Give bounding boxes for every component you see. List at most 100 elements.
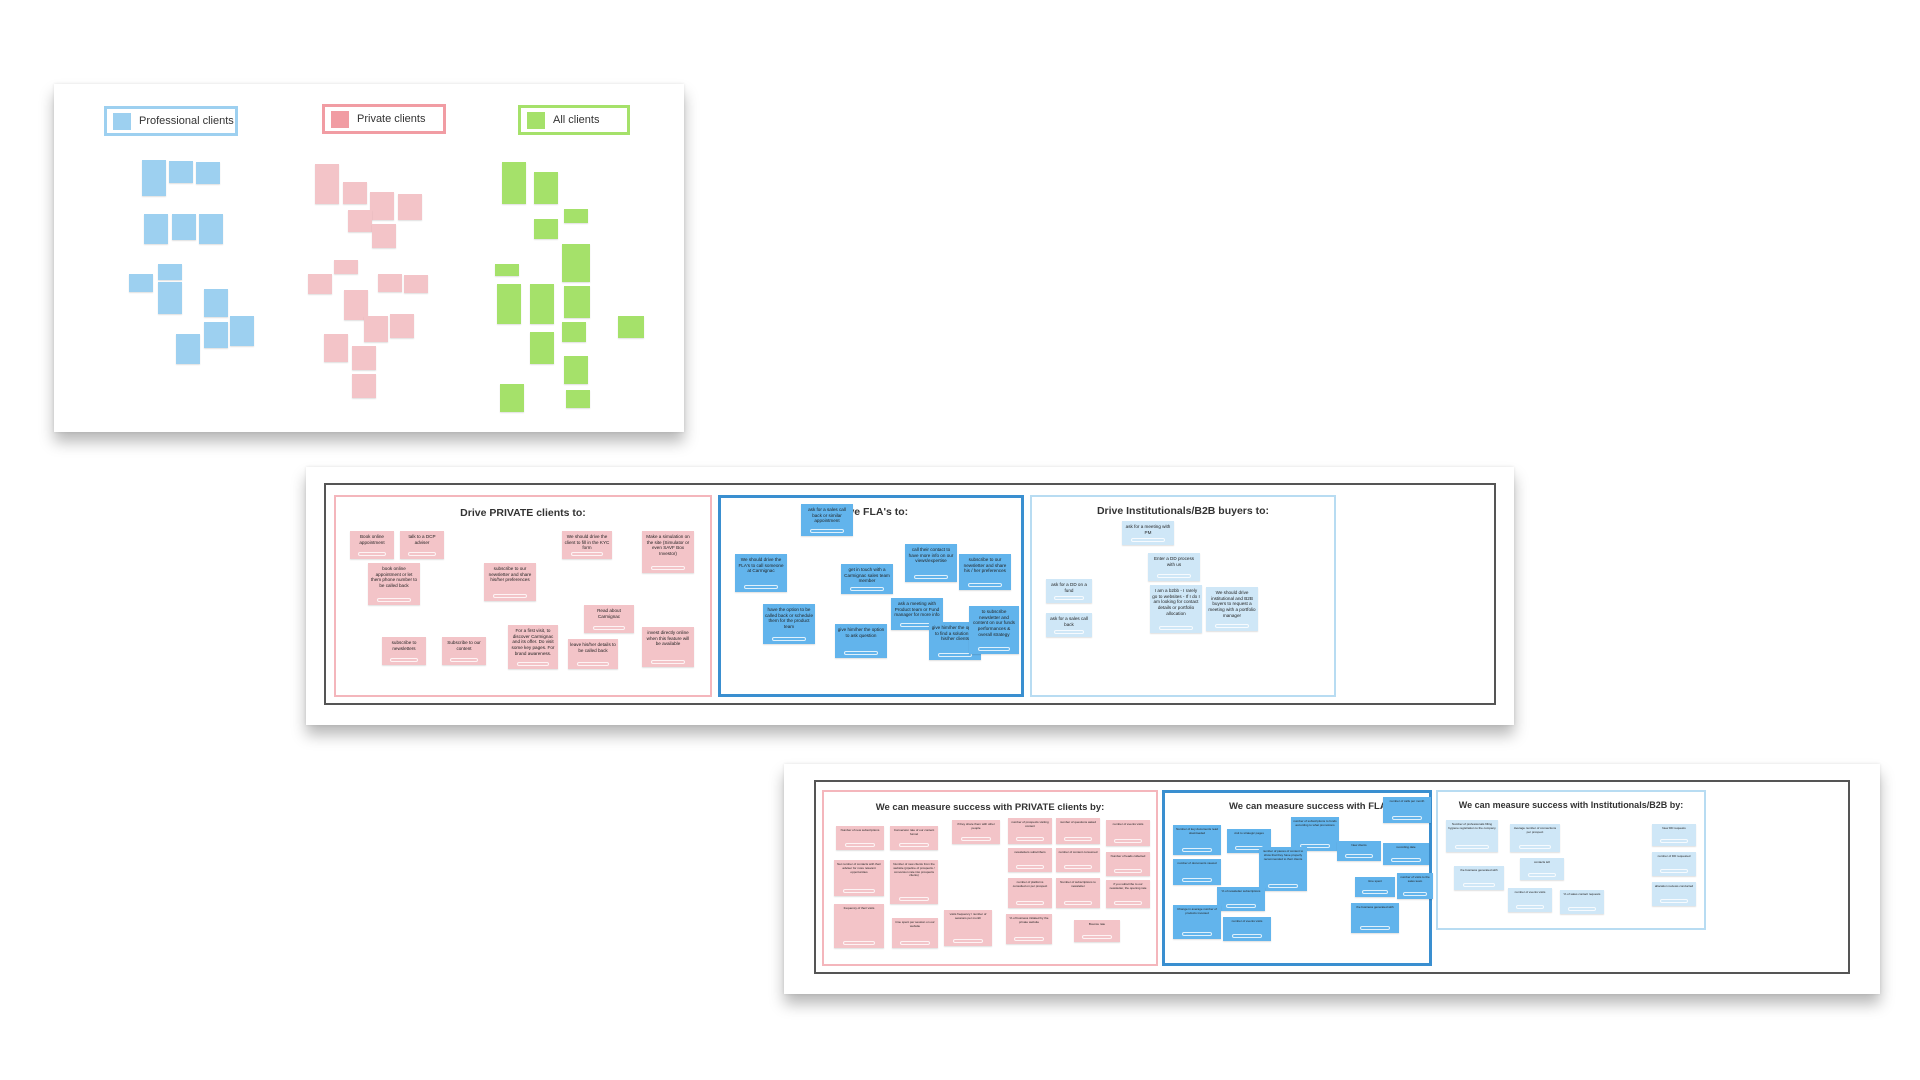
sticky-note[interactable]: [390, 314, 414, 338]
sticky-note[interactable]: % of business initiated by the private w…: [1006, 914, 1052, 944]
sticky-note[interactable]: New DD requests: [1652, 824, 1696, 846]
sticky-note[interactable]: Number of leads collected: [1106, 852, 1150, 876]
sticky-note[interactable]: [169, 161, 193, 183]
sticky-note[interactable]: [364, 316, 388, 342]
sticky-note[interactable]: Number of professionals filling hygiene …: [1446, 820, 1498, 852]
sticky-note[interactable]: Number of key documents read downloaded: [1173, 825, 1221, 855]
sticky-note[interactable]: number of documents viewed: [1173, 859, 1221, 885]
sticky-note[interactable]: number of platforms consulted on per pro…: [1008, 878, 1052, 908]
sticky-note[interactable]: [230, 316, 254, 346]
sticky-note[interactable]: [199, 214, 223, 244]
sticky-note[interactable]: get in touch with a Carmignac sales team…: [841, 564, 893, 594]
sticky-note[interactable]: [348, 210, 372, 232]
sticky-note[interactable]: book online appointment or let them phon…: [368, 563, 420, 605]
sticky-note[interactable]: [308, 274, 332, 294]
sticky-note[interactable]: [370, 192, 394, 220]
sticky-note[interactable]: [334, 260, 358, 274]
sticky-note[interactable]: [564, 209, 588, 223]
sticky-note[interactable]: invest directly online when this feature…: [642, 627, 694, 667]
sticky-note[interactable]: Change in average number of products inv…: [1173, 905, 1221, 939]
sticky-note[interactable]: [144, 214, 168, 244]
sticky-note[interactable]: Average number of connections per prospe…: [1510, 824, 1560, 852]
sticky-note[interactable]: Enter a DD process with us: [1148, 553, 1200, 581]
sticky-note[interactable]: [372, 224, 396, 248]
sticky-note[interactable]: [618, 316, 644, 338]
sticky-note[interactable]: [324, 334, 348, 362]
sticky-note[interactable]: number of visits to the sales team: [1397, 873, 1433, 899]
sticky-note[interactable]: ask for a sales call back: [1046, 613, 1092, 637]
sticky-note[interactable]: [502, 162, 526, 204]
sticky-note[interactable]: subscribe to newsletters: [382, 637, 426, 665]
sticky-note[interactable]: [534, 172, 558, 204]
sticky-note[interactable]: [352, 346, 376, 370]
sticky-note[interactable]: [196, 162, 220, 184]
sticky-note[interactable]: subscribe to our newsletter and share hi…: [484, 563, 536, 601]
sticky-note[interactable]: if you subscribe to our newsletter, the …: [1106, 880, 1150, 908]
sticky-note[interactable]: [204, 322, 228, 348]
sticky-note[interactable]: We should drive the FLA's to call someon…: [735, 554, 787, 592]
sticky-note[interactable]: number of pieces of content to show that…: [1259, 847, 1307, 891]
sticky-note[interactable]: [378, 274, 402, 292]
sticky-note[interactable]: give him/her the option to ask question: [835, 624, 887, 658]
sticky-note[interactable]: Subscribe to our content: [442, 637, 486, 665]
sticky-note[interactable]: visits frequency / number of sessions pe…: [944, 910, 992, 946]
sticky-note[interactable]: For a first visit, to discover Carmignac…: [508, 625, 558, 669]
sticky-note[interactable]: [172, 214, 196, 240]
sticky-note[interactable]: number of content consumed: [1056, 848, 1100, 872]
sticky-note[interactable]: newsletters subscribers: [1008, 848, 1052, 872]
sticky-note[interactable]: [562, 322, 586, 342]
sticky-note[interactable]: Number of new subscriptions: [836, 826, 884, 850]
sticky-note[interactable]: number of prospects visiting content: [1008, 818, 1052, 844]
sticky-note[interactable]: to subscribe newsletter and content on o…: [969, 606, 1019, 654]
sticky-note[interactable]: Bounce rate: [1074, 920, 1120, 942]
sticky-note[interactable]: [204, 289, 228, 317]
sticky-note[interactable]: [562, 244, 590, 282]
sticky-note[interactable]: [495, 264, 519, 276]
sticky-note[interactable]: % of newsletter subscriptions: [1217, 887, 1265, 911]
sticky-note[interactable]: Number of new clients from the website (…: [890, 860, 938, 904]
sticky-note[interactable]: time spent: [1355, 877, 1395, 897]
sticky-note[interactable]: [564, 356, 588, 384]
sticky-note[interactable]: if they share them with other people: [952, 820, 1000, 844]
sticky-note[interactable]: the business generated with: [1351, 903, 1399, 933]
sticky-note[interactable]: I am a b2bb - I rarely go to websites - …: [1150, 585, 1202, 633]
sticky-note[interactable]: Book online appointment: [350, 531, 394, 559]
legend-private-clients[interactable]: Private clients: [322, 104, 446, 134]
sticky-note[interactable]: % of sales contact requests: [1560, 890, 1604, 914]
sticky-note[interactable]: New clients: [1337, 841, 1381, 861]
sticky-note[interactable]: number of subscriptions to funds accordi…: [1291, 817, 1339, 851]
sticky-note[interactable]: number of events visits: [1223, 917, 1271, 941]
sticky-note[interactable]: frequency of their visits: [834, 904, 884, 948]
sticky-note[interactable]: number of events visits: [1106, 820, 1150, 846]
sticky-note[interactable]: number of events visits: [1508, 888, 1552, 912]
legend-all-clients[interactable]: All clients: [518, 105, 630, 135]
sticky-note[interactable]: Conversion rate of our content funnel: [890, 826, 938, 850]
sticky-note[interactable]: Make a simulation on the site (Simulator…: [642, 531, 694, 573]
sticky-note[interactable]: [398, 194, 422, 220]
sticky-note[interactable]: [500, 384, 524, 412]
sticky-note[interactable]: [564, 286, 590, 318]
sticky-note[interactable]: Read about Carmignac: [584, 605, 634, 633]
sticky-note[interactable]: ask for a DD on a fund: [1046, 579, 1092, 603]
sticky-note[interactable]: ask for a meeting with PM: [1122, 521, 1174, 545]
sticky-note[interactable]: number of calls per month: [1383, 797, 1431, 823]
legend-professional-clients[interactable]: Professional clients: [104, 106, 238, 136]
sticky-note[interactable]: contacts left: [1520, 858, 1564, 880]
sticky-note[interactable]: Net number of contacts with their advise…: [834, 860, 884, 896]
sticky-note[interactable]: allocation reviews conducted: [1652, 882, 1696, 906]
sticky-note[interactable]: [158, 264, 182, 280]
sticky-note[interactable]: call their contact to have more info on …: [905, 544, 957, 582]
sticky-note[interactable]: talk to a DCP adviser: [400, 531, 444, 559]
sticky-note[interactable]: [343, 182, 367, 204]
sticky-note[interactable]: [566, 390, 590, 408]
sticky-note[interactable]: Number of subscriptions to newsletter: [1056, 878, 1100, 908]
sticky-note[interactable]: [534, 219, 558, 239]
sticky-note[interactable]: recording date: [1383, 843, 1429, 865]
sticky-note[interactable]: [497, 284, 521, 324]
sticky-note[interactable]: have the option to be called back or sch…: [763, 604, 815, 644]
sticky-note[interactable]: [176, 334, 200, 364]
sticky-note[interactable]: [315, 164, 339, 204]
sticky-note[interactable]: [530, 332, 554, 364]
sticky-note[interactable]: ask for a sales call back or similar app…: [801, 504, 853, 536]
sticky-note[interactable]: time spent per session on our website: [892, 918, 938, 948]
